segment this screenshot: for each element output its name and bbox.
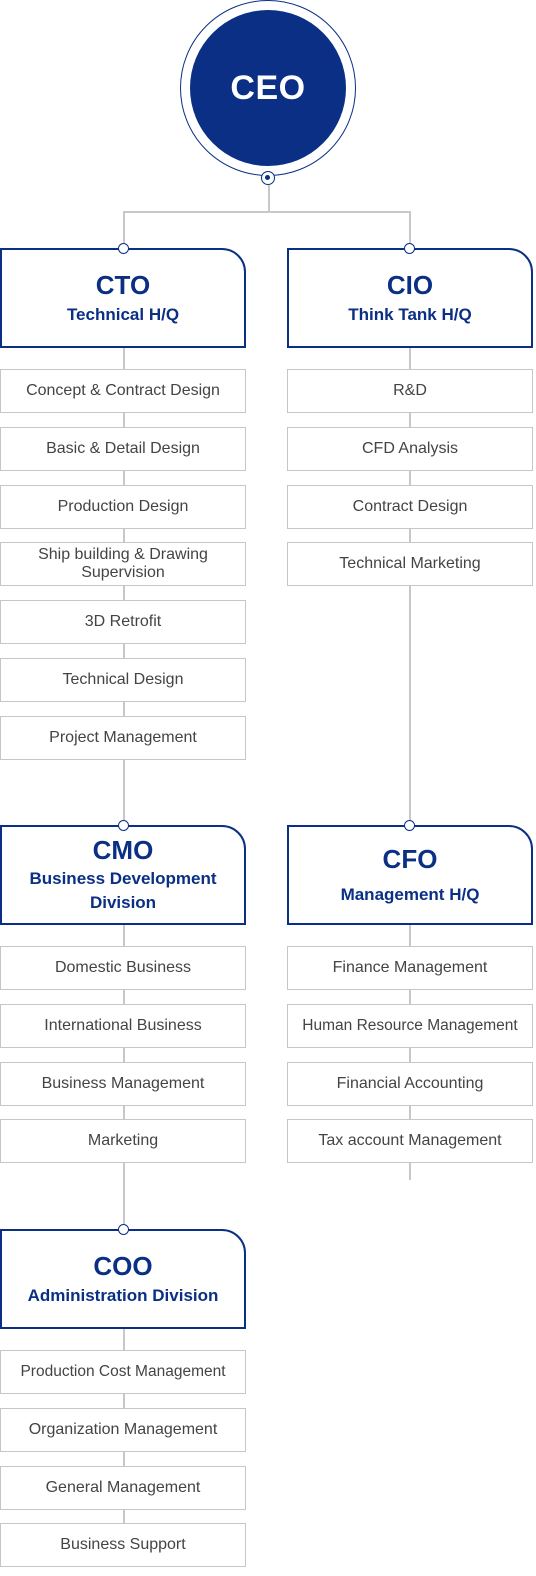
ceo-label: CEO — [230, 68, 306, 107]
cio-title: Think Tank H/Q — [348, 305, 472, 324]
cto-dept-3: Production Design — [0, 485, 246, 529]
connector-ceo-down — [268, 185, 270, 212]
coo-dept-2: Organization Management — [0, 1408, 246, 1452]
coo-dept-1: Production Cost Management — [0, 1350, 246, 1394]
coo-dept-3: General Management — [0, 1466, 246, 1510]
ceo-connector-dot — [261, 171, 275, 185]
coo-dept-4: Business Support — [0, 1523, 246, 1567]
cio-box: CIO Think Tank H/Q — [287, 248, 533, 348]
cmo-box: CMO Business Development Division — [0, 825, 246, 925]
cto-dept-7: Project Management — [0, 716, 246, 760]
cmo-node-dot — [118, 820, 129, 831]
cto-dept-4-label: Ship building & Drawing Supervision — [38, 546, 208, 581]
cto-node-dot — [118, 243, 129, 254]
connector-horizontal — [123, 211, 410, 213]
cio-code: CIO — [386, 270, 434, 300]
cio-node-dot — [404, 243, 415, 254]
cmo-dept-3: Business Management — [0, 1062, 246, 1106]
coo-code: COO — [93, 1251, 153, 1281]
cfo-dept-4: Tax account Management — [287, 1119, 533, 1163]
cmo-dept-1: Domestic Business — [0, 946, 246, 990]
cfo-box: CFO Management H/Q — [287, 825, 533, 925]
cfo-code: CFO — [382, 844, 438, 874]
coo-box: COO Administration Division — [0, 1229, 246, 1329]
cmo-dept-4: Marketing — [0, 1119, 246, 1163]
cto-dept-1: Concept & Contract Design — [0, 369, 246, 413]
cfo-node-dot — [404, 820, 415, 831]
cfo-title: Management H/Q — [340, 885, 480, 904]
coo-title: Administration Division — [27, 1286, 219, 1305]
cto-dept-2: Basic & Detail Design — [0, 427, 246, 471]
cto-box: CTO Technical H/Q — [0, 248, 246, 348]
cto-dept-4: Ship building & Drawing Supervision — [0, 542, 246, 586]
cio-dept-3: Contract Design — [287, 485, 533, 529]
cmo-dept-2: International Business — [0, 1004, 246, 1048]
cto-title: Technical H/Q — [66, 305, 180, 324]
cfo-dept-3: Financial Accounting — [287, 1062, 533, 1106]
connector-cio-drop — [409, 211, 411, 249]
coo-node-dot — [118, 1224, 129, 1235]
cfo-dept-1: Finance Management — [287, 946, 533, 990]
cio-dept-2: CFD Analysis — [287, 427, 533, 471]
cto-code: CTO — [95, 270, 151, 300]
cto-dept-6: Technical Design — [0, 658, 246, 702]
cto-dept-5: 3D Retrofit — [0, 600, 246, 644]
cmo-title: Business Development Division — [29, 869, 217, 912]
cfo-dept-2: Human Resource Management — [287, 1004, 533, 1048]
cmo-code: CMO — [92, 835, 154, 865]
ceo-circle: CEO — [190, 10, 346, 166]
cio-dept-4: Technical Marketing — [287, 542, 533, 586]
connector-cto-drop — [123, 211, 125, 249]
connector-right-spine — [409, 346, 411, 1180]
cio-dept-1: R&D — [287, 369, 533, 413]
